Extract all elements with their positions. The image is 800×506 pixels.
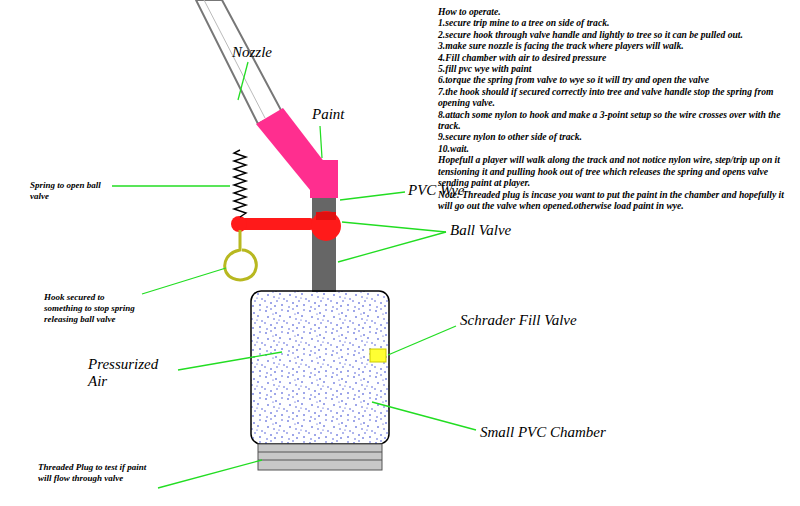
threaded-plug <box>258 444 382 470</box>
instruction-line: 5.fill pvc wye with paint <box>438 63 796 74</box>
instruction-line: 10.wait. <box>438 143 796 154</box>
instruction-line: 7.the hook should if secured correctly i… <box>438 86 796 109</box>
part-label: Schrader Fill Valve <box>460 312 640 329</box>
leader-lines <box>112 62 476 488</box>
instruction-line: 8.attach some nylon to hook and make a 3… <box>438 109 796 132</box>
part-label: Pressurized Air <box>88 356 178 390</box>
instruction-line: How to operate. <box>438 6 796 17</box>
schrader-valve <box>370 349 386 362</box>
instruction-line: 9.secure nylon to other side of track. <box>438 131 796 142</box>
instruction-line: 2.secure hook through valve handle and l… <box>438 29 796 40</box>
part-label: Hook secured to something to stop spring… <box>44 292 144 325</box>
instructions: How to operate.1.secure trip mine to a t… <box>438 6 796 211</box>
pvc-chamber <box>251 291 389 444</box>
part-label: Small PVC Chamber <box>480 424 660 441</box>
hook <box>225 230 257 280</box>
instruction-line: Note: Threaded plug is incase you want t… <box>438 189 796 212</box>
part-label: Spring to open ball valve <box>30 180 112 202</box>
instruction-line: 1.secure trip mine to a tree on side of … <box>438 17 796 28</box>
pipe <box>312 198 336 292</box>
part-label: Ball Valve <box>450 222 550 239</box>
ball-valve <box>231 211 341 241</box>
part-label: Threaded Plug to test if paint will flow… <box>38 462 158 484</box>
part-label: Nozzle <box>232 44 312 61</box>
nozzle <box>196 0 282 124</box>
instruction-line: Hopefull a player will walk along the tr… <box>438 154 796 188</box>
part-label: Paint <box>312 106 372 123</box>
instruction-line: 6.torque the spring from valve to wye so… <box>438 74 796 85</box>
instruction-line: 4.Fill chamber with air to desired press… <box>438 52 796 63</box>
spring <box>234 150 246 217</box>
instruction-line: 3.make sure nozzle is facing the track w… <box>438 40 796 51</box>
